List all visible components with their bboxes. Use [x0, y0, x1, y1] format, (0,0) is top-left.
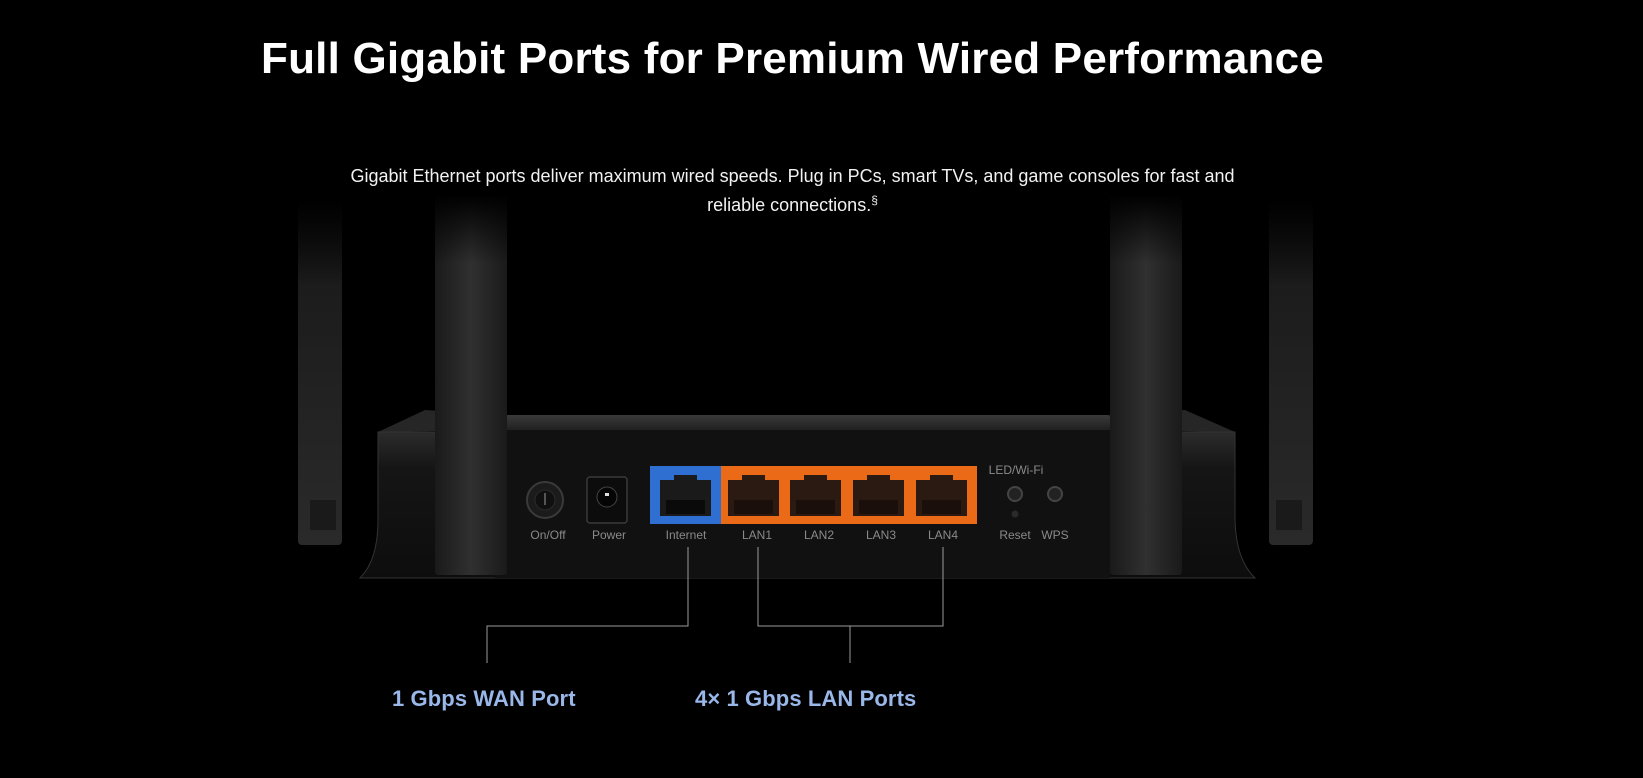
- reset-button: [1007, 486, 1023, 502]
- section-headline: Full Gigabit Ports for Premium Wired Per…: [0, 32, 1585, 86]
- footnote-marker[interactable]: §: [871, 193, 878, 207]
- description-text: Gigabit Ethernet ports deliver maximum w…: [350, 166, 1235, 215]
- section-description: Gigabit Ethernet ports deliver maximum w…: [330, 162, 1255, 220]
- label-wps: WPS: [1041, 528, 1068, 542]
- label-led-wifi: LED/Wi-Fi: [989, 463, 1044, 477]
- label-lan1: LAN1: [742, 528, 772, 542]
- label-lan3: LAN3: [866, 528, 896, 542]
- lan-callout-text: 4× 1 Gbps LAN Ports: [695, 686, 917, 711]
- wan-port-callout: 1 Gbps WAN Port: [392, 686, 576, 712]
- headline-text: Full Gigabit Ports for Premium Wired Per…: [261, 34, 1324, 83]
- lan2-socket: [790, 475, 841, 516]
- lan-ports-callout: 4× 1 Gbps LAN Ports: [695, 686, 916, 712]
- label-lan2: LAN2: [804, 528, 834, 542]
- label-lan4: LAN4: [928, 528, 958, 542]
- router-top-surface: [490, 415, 1125, 430]
- label-onoff: On/Off: [530, 528, 566, 542]
- wan-callout-line: [486, 547, 689, 663]
- lan3-socket: [853, 475, 904, 516]
- lan1-socket: [728, 475, 779, 516]
- antenna-far-left: [298, 200, 342, 545]
- wan-socket: [660, 475, 711, 516]
- wan-callout-text: 1 Gbps WAN Port: [392, 686, 576, 711]
- label-power: Power: [592, 528, 626, 542]
- lan4-socket: [916, 475, 967, 516]
- antenna-far-right: [1269, 200, 1313, 545]
- label-reset: Reset: [999, 528, 1031, 542]
- wps-button: [1047, 486, 1063, 502]
- label-internet: Internet: [666, 528, 707, 542]
